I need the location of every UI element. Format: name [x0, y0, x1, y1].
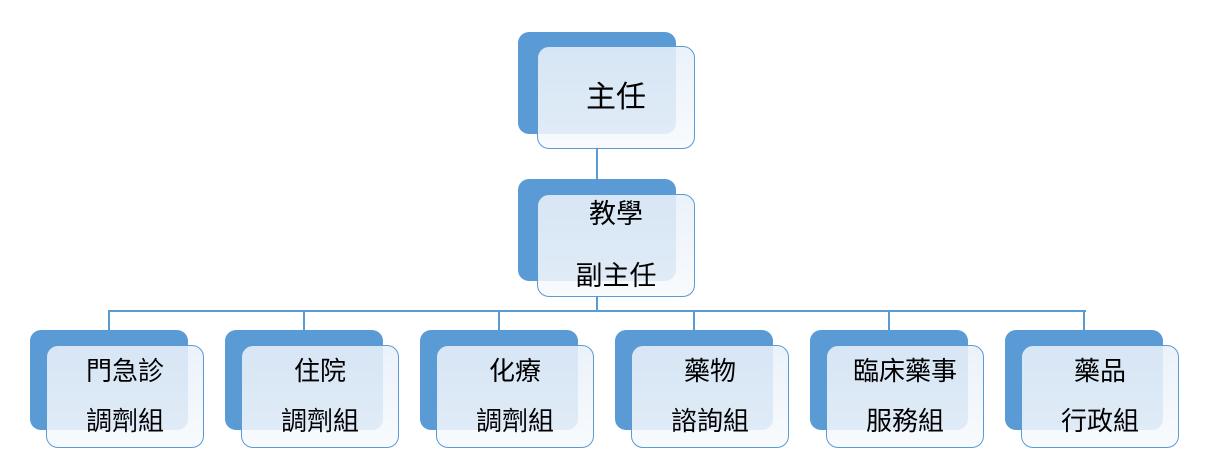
node-text-line: 調劑組 — [85, 406, 164, 437]
connector-horizontal-bus — [108, 310, 1086, 312]
connector-drop-2 — [303, 310, 305, 332]
node-text-line: 藥物 — [683, 355, 736, 386]
org-node-pharmaceutical-administration: 藥品 行政組 — [1005, 330, 1179, 448]
node-text-line: 主任 — [586, 80, 646, 114]
connector-drop-5 — [888, 310, 890, 332]
org-node-outpatient-emergency-dispensing: 門急診 調劑組 — [30, 330, 204, 448]
node-text-line: 諮詢組 — [670, 406, 749, 437]
org-node-chemotherapy-dispensing: 化療 調劑組 — [420, 330, 594, 448]
node-label-group-2: 住院 調劑組 — [241, 345, 399, 448]
node-text-line: 服務組 — [865, 406, 944, 437]
node-text-line: 門急診 — [85, 355, 164, 386]
connector-drop-6 — [1083, 310, 1085, 332]
org-node-deputy-director: 教學 副主任 — [518, 179, 695, 297]
node-label-group-4: 藥物 諮詢組 — [631, 345, 789, 448]
node-text-line: 副主任 — [575, 260, 657, 291]
node-text-line: 藥品 — [1073, 355, 1126, 386]
connector-deputy-stem — [596, 296, 598, 312]
node-label-director: 主任 — [537, 46, 695, 149]
node-label-group-6: 藥品 行政組 — [1021, 345, 1179, 448]
node-text-line: 行政組 — [1060, 406, 1139, 437]
node-label-group-5: 臨床藥事 服務組 — [826, 345, 984, 448]
org-node-director: 主任 — [518, 32, 695, 149]
connector-drop-1 — [108, 310, 110, 332]
org-node-drug-consultation: 藥物 諮詢組 — [615, 330, 789, 448]
org-node-inpatient-dispensing: 住院 調劑組 — [225, 330, 399, 448]
node-text-line: 化療 — [488, 355, 541, 386]
node-text-line: 調劑組 — [475, 406, 554, 437]
node-label-group-1: 門急診 調劑組 — [46, 345, 204, 448]
connector-drop-4 — [693, 310, 695, 332]
node-label-deputy: 教學 副主任 — [537, 194, 695, 297]
node-label-group-3: 化療 調劑組 — [436, 345, 594, 448]
node-text-line: 住院 — [293, 355, 346, 386]
connector-root-deputy — [596, 147, 598, 180]
node-text-line: 教學 — [589, 199, 643, 229]
node-text-line: 臨床藥事 — [852, 355, 957, 386]
connector-drop-3 — [498, 310, 500, 332]
node-text-line: 調劑組 — [280, 406, 359, 437]
org-node-clinical-pharmacy-services: 臨床藥事 服務組 — [810, 330, 984, 448]
